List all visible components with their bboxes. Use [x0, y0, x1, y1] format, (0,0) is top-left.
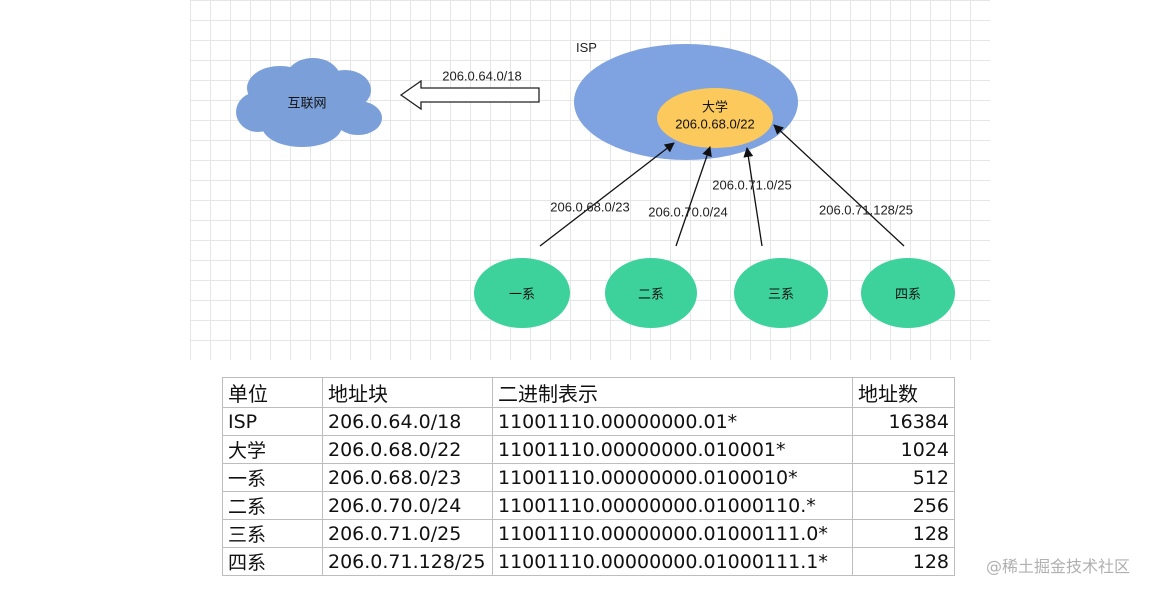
cell-address-block: 206.0.68.0/22 — [322, 435, 493, 464]
university-ellipse — [657, 88, 773, 148]
cell-binary: 11001110.00000000.010001* — [492, 435, 853, 464]
dept-2-block: 206.0.70.0/24 — [648, 204, 728, 220]
dept-2-name: 二系 — [637, 286, 665, 302]
cell-address-block: 206.0.68.0/23 — [322, 463, 493, 492]
dept-3-arrow — [743, 147, 763, 247]
cell-unit: 三系 — [222, 519, 323, 548]
dept-1-arrow — [539, 142, 675, 247]
cell-unit: 四系 — [222, 547, 323, 576]
dept-3-block: 206.0.71.0/25 — [712, 177, 792, 193]
dept-4-block: 206.0.71.128/25 — [819, 202, 913, 218]
dept-1-block: 206.0.68.0/23 — [550, 199, 630, 215]
cell-binary: 11001110.00000000.01000111.0* — [492, 519, 853, 548]
cell-binary: 11001110.00000000.01000111.1* — [492, 547, 853, 576]
header-binary: 二进制表示 — [492, 377, 853, 408]
dept-2-arrow — [675, 146, 712, 247]
cell-address-block: 206.0.70.0/24 — [322, 491, 493, 520]
address-block-table: 单位 地址块 二进制表示 地址数 ISP 206.0.64.0/18 11001… — [222, 377, 955, 576]
watermark: @稀土掘金技术社区 — [986, 557, 1131, 576]
table-row: 大学 206.0.68.0/22 11001110.00000000.01000… — [222, 435, 955, 464]
table-row: 二系 206.0.70.0/24 11001110.00000000.01000… — [222, 491, 955, 520]
cell-address-count: 512 — [852, 463, 955, 492]
dept-4-name: 四系 — [894, 286, 922, 302]
university-block: 206.0.68.0/22 — [675, 116, 755, 132]
dept-2-ellipse — [605, 258, 697, 328]
cell-unit: 二系 — [222, 491, 323, 520]
dept-4-ellipse — [861, 258, 955, 328]
cell-unit: 一系 — [222, 463, 323, 492]
internet-cloud — [236, 58, 382, 147]
diagram-canvas — [236, 44, 955, 328]
cell-unit: 大学 — [222, 435, 323, 464]
cell-address-count: 128 — [852, 519, 955, 548]
cell-address-block: 206.0.64.0/18 — [322, 407, 493, 436]
cell-address-count: 16384 — [852, 407, 955, 436]
isp-to-internet-arrow — [399, 79, 540, 111]
header-unit: 单位 — [222, 377, 323, 408]
cell-address-count: 1024 — [852, 435, 955, 464]
cell-address-count: 256 — [852, 491, 955, 520]
dept-3-ellipse — [734, 258, 828, 328]
table-row: ISP 206.0.64.0/18 11001110.00000000.01* … — [222, 407, 955, 436]
dept-4-arrow — [773, 124, 905, 247]
cell-binary: 11001110.00000000.0100010* — [492, 463, 853, 492]
cell-unit: ISP — [222, 407, 323, 436]
cell-address-block: 206.0.71.0/25 — [322, 519, 493, 548]
table-row: 一系 206.0.68.0/23 11001110.00000000.01000… — [222, 463, 955, 492]
dept-1-name: 一系 — [508, 286, 536, 302]
header-address-block: 地址块 — [322, 377, 493, 408]
cell-address-block: 206.0.71.128/25 — [322, 547, 493, 576]
network-diagram: 互联网 206.0.64.0/18 ISP 大学 206.0.68.0/22 2… — [190, 0, 990, 360]
cell-binary: 11001110.00000000.01* — [492, 407, 853, 436]
table-header-row: 单位 地址块 二进制表示 地址数 — [222, 377, 955, 408]
table-row: 四系 206.0.71.128/25 11001110.00000000.010… — [222, 547, 955, 576]
internet-label: 互联网 — [287, 95, 327, 111]
table-row: 三系 206.0.71.0/25 11001110.00000000.01000… — [222, 519, 955, 548]
cell-binary: 11001110.00000000.01000110.* — [492, 491, 853, 520]
isp-label: ISP — [576, 40, 597, 55]
address-table: 单位 地址块 二进制表示 地址数 ISP 206.0.64.0/18 11001… — [222, 377, 955, 576]
dept-3-name: 三系 — [767, 286, 795, 302]
dept-1-ellipse — [474, 258, 570, 328]
header-address-count: 地址数 — [852, 377, 955, 408]
university-name: 大学 — [701, 99, 729, 115]
isp-to-internet-label: 206.0.64.0/18 — [442, 68, 522, 84]
cell-address-count: 128 — [852, 547, 955, 576]
